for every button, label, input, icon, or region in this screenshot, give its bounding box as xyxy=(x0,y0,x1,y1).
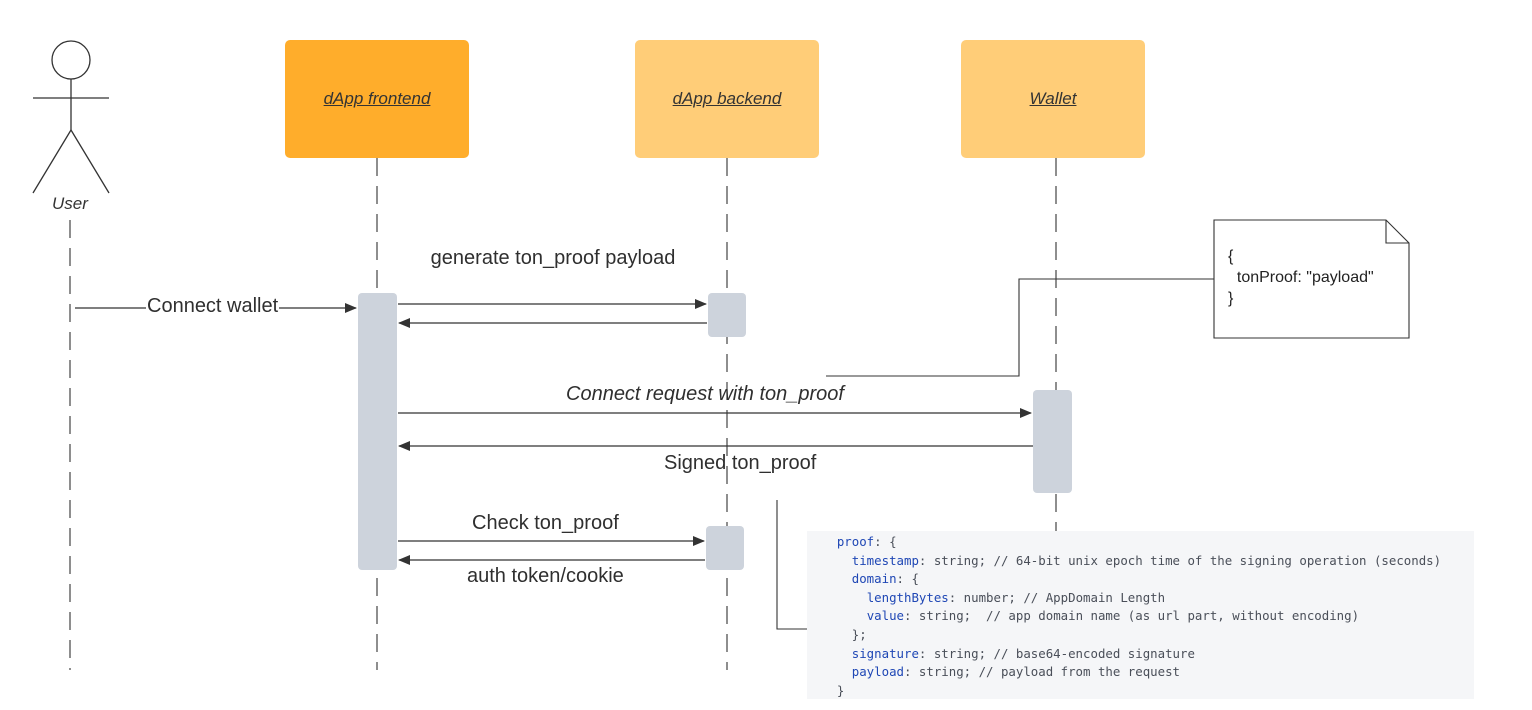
code-text: : string; // 64-bit unix epoch time of t… xyxy=(918,552,1442,568)
code-text: : { xyxy=(896,571,919,587)
code-line: payload: string; // payload from the req… xyxy=(807,663,1474,682)
participant-label: dApp backend xyxy=(672,89,782,108)
code-line: domain: { xyxy=(807,570,1474,589)
participant-dapp-backend: dApp backend xyxy=(635,40,819,158)
connect-request-label: Connect request with ton_proof xyxy=(566,383,844,405)
check-proof-label: Check ton_proof xyxy=(472,512,619,534)
participant-label: Wallet xyxy=(1029,89,1077,108)
code-key: payload xyxy=(851,664,904,680)
code-line: } xyxy=(807,682,1474,701)
note-connector xyxy=(826,278,1214,377)
code-key: proof xyxy=(836,534,875,549)
code-key: lengthBytes xyxy=(866,589,949,605)
user-actor-icon xyxy=(32,40,110,194)
code-text: : string; // app domain name (as url par… xyxy=(904,608,1360,624)
frontend-activation-bar xyxy=(358,293,397,570)
backend-activation-bar-1 xyxy=(708,293,746,337)
connect-wallet-label: Connect wallet xyxy=(146,294,280,318)
code-key: domain xyxy=(851,571,897,587)
code-text: : { xyxy=(874,534,897,549)
code-key: signature xyxy=(851,645,919,661)
code-text: : number; // AppDomain Length xyxy=(948,589,1166,605)
code-block: proof: { timestamp: string; // 64-bit un… xyxy=(807,531,1474,699)
backend-activation-bar-2 xyxy=(706,526,744,570)
wallet-activation-bar xyxy=(1033,390,1072,493)
note-text: { tonProof: "payload" } xyxy=(1228,248,1374,307)
code-line: value: string; // app domain name (as ur… xyxy=(807,607,1474,626)
participant-wallet: Wallet xyxy=(961,40,1145,158)
code-text: : string; // payload from the request xyxy=(903,664,1180,680)
code-connector xyxy=(776,500,807,630)
code-line: timestamp: string; // 64-bit unix epoch … xyxy=(807,552,1474,571)
participant-dapp-frontend: dApp frontend xyxy=(285,40,469,158)
code-text: } xyxy=(836,682,845,698)
generate-payload-label: generate ton_proof payload xyxy=(430,247,676,269)
code-line: lengthBytes: number; // AppDomain Length xyxy=(807,589,1474,608)
code-text: }; xyxy=(851,626,867,642)
code-line: signature: string; // base64-encoded sig… xyxy=(807,645,1474,664)
participant-label: dApp frontend xyxy=(323,89,431,108)
user-actor-label: User xyxy=(52,194,88,213)
code-key: timestamp xyxy=(851,552,919,568)
code-line: }; xyxy=(807,626,1474,645)
code-key: value xyxy=(866,608,904,624)
auth-token-label: auth token/cookie xyxy=(467,565,624,587)
code-text: : string; // base64-encoded signature xyxy=(918,645,1195,661)
note-shape xyxy=(1213,219,1410,339)
code-line: proof: { xyxy=(807,533,1474,552)
signed-proof-label: Signed ton_proof xyxy=(664,452,817,474)
